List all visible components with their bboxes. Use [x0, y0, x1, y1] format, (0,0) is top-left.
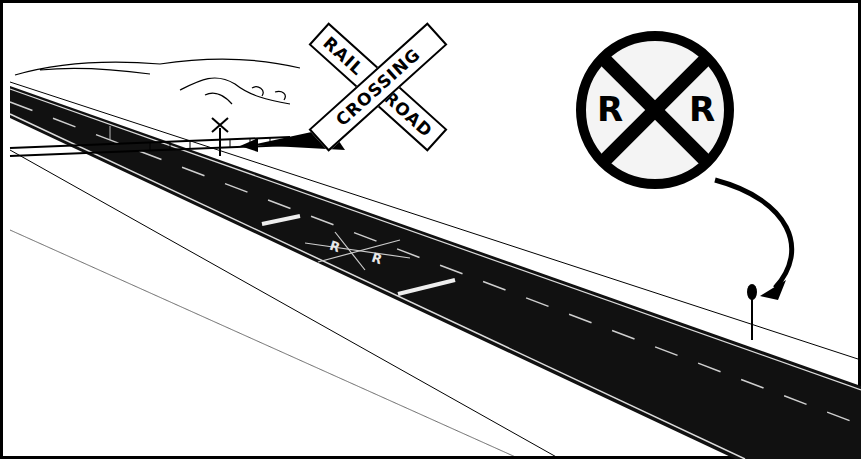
center-line — [10, 102, 861, 425]
arrow-head — [760, 280, 786, 300]
rr-letter: R — [597, 92, 623, 126]
curved-arrow — [715, 180, 792, 288]
stop-line — [398, 280, 455, 294]
ties — [150, 137, 270, 151]
small-crossbuck — [212, 118, 228, 156]
arrow-head — [240, 138, 258, 152]
pavement-x — [305, 243, 410, 258]
sign-post — [751, 298, 753, 340]
hills-sketch — [252, 87, 285, 100]
rail-gap — [110, 126, 111, 140]
railroad-advance-sign: RR — [575, 30, 735, 190]
small-round-sign — [747, 284, 757, 300]
pavement-x — [335, 232, 365, 270]
stop-line — [262, 216, 300, 224]
rr-letter: R — [689, 92, 715, 126]
